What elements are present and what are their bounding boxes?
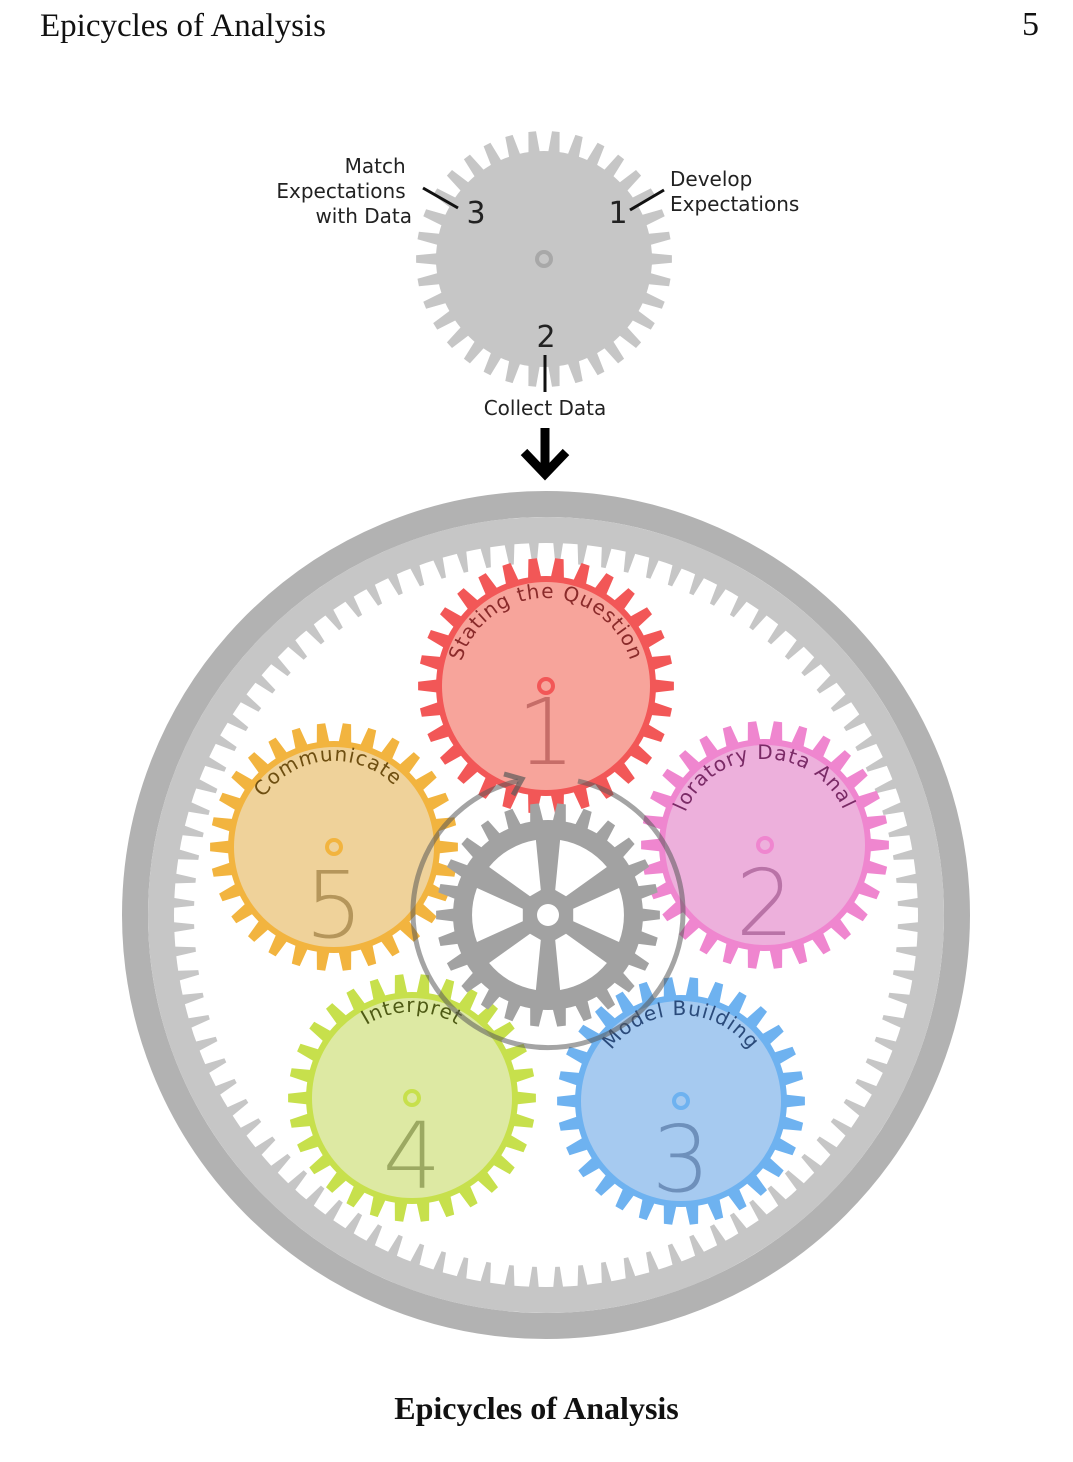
gear-1-number: 1 [517, 679, 576, 786]
small-gear-shape [416, 131, 672, 387]
gear-4-face [312, 998, 512, 1198]
ring-gear [122, 491, 970, 1339]
gear-4-hub [403, 1089, 421, 1107]
step2-label: Collect Data [484, 396, 607, 420]
gear-5-face [234, 747, 434, 947]
step1-leader-line [629, 188, 665, 212]
gear-3-number: 3 [652, 1106, 711, 1213]
step3-number: 3 [466, 196, 485, 231]
gear-1-hub [537, 677, 555, 695]
cycle-arrow [410, 771, 686, 1051]
step3-label-line3: with Data [315, 204, 412, 228]
gear-3-hub [672, 1092, 690, 1110]
figure-caption: Epicycles of Analysis [394, 1390, 679, 1426]
gear-5-number: 5 [305, 852, 364, 959]
ring-gear-outer [122, 491, 970, 1339]
epicycles-diagram: 3 1 2 Match Expectations with Data Devel… [0, 0, 970, 1339]
down-arrow-icon [520, 428, 570, 481]
running-head-title: Epicycles of Analysis [40, 8, 326, 44]
small-gear: 3 1 2 Match Expectations with Data Devel… [276, 131, 799, 420]
step3-leader-line [422, 186, 459, 210]
cycle-arrow-path [410, 778, 686, 1051]
step1-number: 1 [608, 196, 627, 231]
gear-2-face [665, 745, 865, 945]
step1-label: Develop Expectations [670, 167, 799, 216]
gear-5-hub [325, 838, 343, 856]
gear-2-number: 2 [736, 850, 795, 957]
gear-4-number: 4 [383, 1103, 442, 1210]
small-gear-hub [535, 250, 553, 268]
step1-label-line1: Develop [670, 167, 752, 191]
center-gear-hub [537, 904, 559, 926]
center-gear [436, 803, 660, 1027]
gear-2-label: Exploratory Data Analysis [0, 0, 861, 815]
step3-label-line1: Match [345, 154, 406, 178]
step3-label: Match Expectations with Data [276, 154, 412, 228]
step2-number: 2 [536, 320, 555, 355]
gear-2-hub [756, 836, 774, 854]
page-number: 5 [1022, 6, 1039, 43]
step3-label-line2: Expectations [276, 179, 405, 203]
gear-3-face [581, 1001, 781, 1201]
step1-label-line2: Expectations [670, 192, 799, 216]
gear-1-face [442, 582, 650, 790]
cycle-arrowhead-icon [503, 771, 526, 797]
